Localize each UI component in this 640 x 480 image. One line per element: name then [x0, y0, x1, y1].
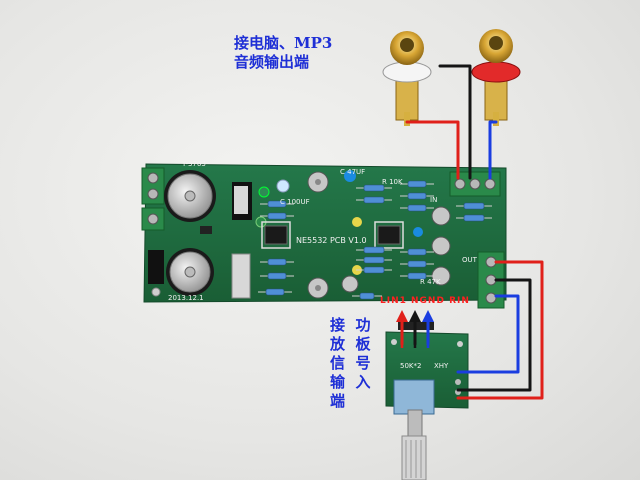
output-caption-line5: 端	[330, 392, 346, 410]
resistor	[463, 214, 485, 222]
rca-jack-red	[471, 29, 521, 126]
resistor	[363, 246, 385, 254]
small-component	[200, 226, 212, 234]
opamp-right	[374, 221, 404, 249]
label-pot: 50K*2	[400, 362, 422, 370]
power-terminal-bottom	[141, 207, 165, 231]
resistor	[267, 258, 287, 266]
label-out: OUT	[462, 256, 477, 264]
led-green	[258, 186, 270, 198]
resistor	[363, 184, 385, 192]
resistor	[407, 260, 427, 268]
rca-jack-white	[382, 31, 432, 126]
resistor	[407, 272, 427, 280]
resistor	[363, 196, 385, 204]
resistor	[407, 204, 427, 212]
output-caption-line1: 接 功	[330, 316, 371, 334]
potentiometer	[393, 379, 435, 480]
led-white	[276, 179, 290, 193]
output-caption-line2: 放 板	[330, 335, 371, 353]
label-cap1: C 100UF	[280, 198, 310, 206]
resistor	[267, 272, 287, 280]
label-res1: R 10K	[382, 178, 403, 186]
regulator-top	[234, 186, 248, 214]
wire-output-black	[456, 278, 532, 392]
label-res2: R 47K	[420, 278, 441, 286]
film-capacitors	[344, 170, 423, 275]
wire-input-red	[405, 120, 460, 180]
resistor-array	[258, 180, 492, 300]
resistor	[267, 200, 287, 208]
label-brand: XHY	[434, 362, 449, 370]
resistor	[265, 288, 285, 296]
large-capacitor-top	[164, 170, 216, 222]
resistor	[407, 180, 427, 188]
resistor	[363, 256, 385, 264]
wire-output-red	[456, 260, 544, 400]
label-cap2: C 47UF	[340, 168, 366, 176]
large-capacitor-bottom	[166, 248, 214, 296]
label-in: IN	[430, 196, 438, 204]
wire-input-black	[438, 64, 472, 180]
resistor	[359, 292, 375, 300]
label-signal-pins: LIN1 NGND RIN	[380, 296, 470, 306]
resistor	[407, 248, 427, 256]
input-caption-line2: 音频输出端	[234, 53, 310, 71]
power-terminal-top	[141, 167, 165, 205]
label-model: Y-3763	[182, 160, 206, 168]
label-opamp: NE5532 PCB V1.0	[296, 236, 367, 245]
wire-input-blue	[488, 120, 498, 180]
regulator-bottom	[231, 253, 251, 299]
capacitors-medium	[307, 171, 451, 299]
resistor	[463, 202, 485, 210]
resistor	[407, 192, 427, 200]
input-caption: 接电脑、MP3 音频输出端	[234, 34, 332, 72]
regulator-block	[148, 250, 164, 284]
signal-arrows	[396, 310, 434, 348]
input-caption-line1: 接电脑、MP3	[234, 34, 333, 52]
label-date: 2013.12.1	[168, 294, 204, 302]
output-caption-line4: 输 入	[330, 373, 371, 391]
output-caption-line3: 信 号	[330, 354, 371, 372]
resistor	[267, 212, 287, 220]
resistor	[363, 266, 385, 274]
opamp-left	[261, 221, 291, 249]
output-caption: 接 功 放 板 信 号 输 入 端	[330, 316, 370, 411]
wire-output-blue	[456, 294, 520, 374]
